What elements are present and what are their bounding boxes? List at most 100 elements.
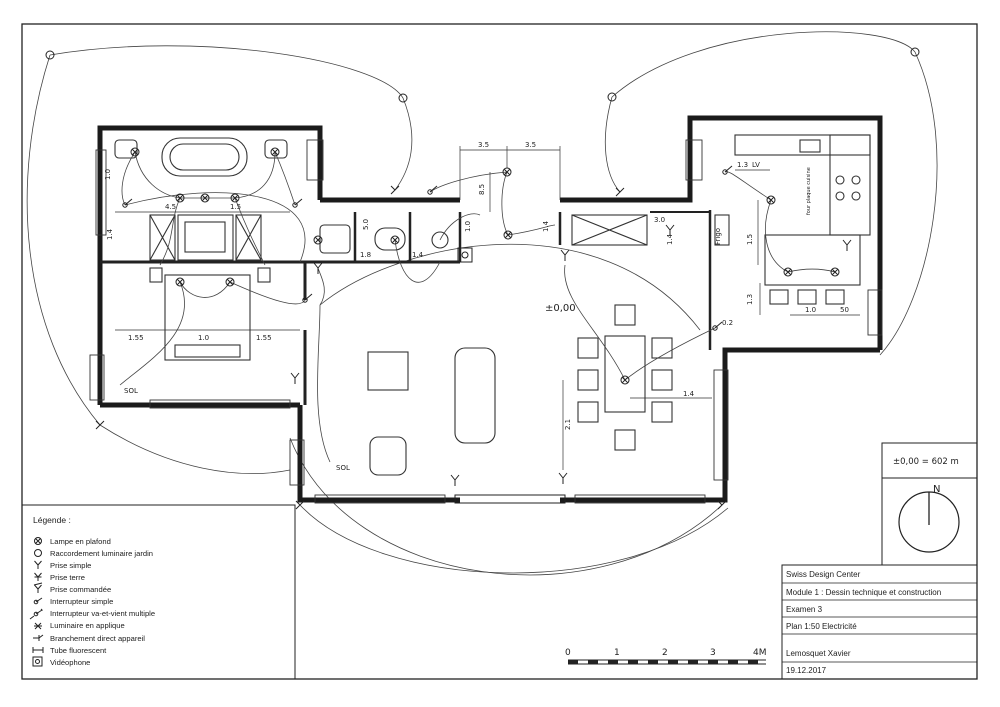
- dim-label: 1.55: [128, 334, 144, 342]
- garden-luminaire: [607, 92, 617, 102]
- dim-label: 3.0: [654, 216, 665, 224]
- scale-tick-label: 3: [710, 648, 716, 658]
- dim-label: 4.5: [165, 203, 176, 211]
- sol-label: SOL: [124, 387, 138, 395]
- sol-label: SOL: [336, 464, 350, 472]
- ceiling-lamp: [270, 147, 280, 157]
- legend-item-label: Vidéophone: [50, 658, 90, 667]
- ceiling-lamp: [503, 230, 513, 240]
- dim-label: 50: [840, 306, 849, 314]
- scale-tick-label: 0: [565, 648, 571, 658]
- ceiling-lamp: [175, 193, 185, 203]
- dim-label: 3.5: [478, 141, 489, 149]
- wall-lamps: [95, 185, 727, 510]
- dim-label: 1.0: [198, 334, 209, 342]
- sheet-border: [21, 23, 978, 680]
- ceiling-lamp: [130, 147, 140, 157]
- title-exam: Examen 3: [786, 605, 823, 614]
- ceiling-lamps: [130, 147, 840, 385]
- walls: [97, 115, 883, 504]
- north-box: N: [881, 477, 978, 566]
- switched-outlet-icon: [33, 582, 43, 593]
- scale-bar: 0 1 2 3 4M: [565, 648, 767, 665]
- legend-item-label: Interrupteur simple: [50, 597, 113, 606]
- ceiling-lamp-icon: [34, 537, 42, 545]
- altitude-label: ±0,00 = 602 m: [893, 457, 959, 467]
- legend-item-label: Prise commandée: [50, 585, 111, 594]
- title-author: Lemosquet Xavier: [786, 649, 851, 658]
- dim-label: 1.3: [746, 294, 754, 305]
- title-plan: Plan 1:50 Electricité: [786, 622, 857, 631]
- scale-tick-label: 1: [614, 648, 620, 658]
- ceiling-lamp: [230, 193, 240, 203]
- wall-lamp-icon: [34, 622, 42, 630]
- furniture: [114, 134, 871, 476]
- dim-label: 1.3: [737, 161, 748, 169]
- simple-outlet-icon: [34, 560, 42, 569]
- ceiling-lamp: [313, 235, 323, 245]
- garden-luminaire-icon: [34, 549, 42, 557]
- dim-label: 1.0: [805, 306, 816, 314]
- garden-luminaire: [910, 47, 920, 57]
- dim-label: 3.5: [525, 141, 536, 149]
- scale-tick-label: 2: [662, 648, 668, 658]
- legend-item-label: Tube fluorescent: [50, 646, 107, 655]
- ceiling-lamp: [766, 195, 776, 205]
- ceiling-lamp: [200, 193, 210, 203]
- legend-item-label: Branchement direct appareil: [50, 634, 145, 643]
- dim-label: 1.4: [106, 228, 114, 240]
- dim-label: 5.0: [362, 219, 370, 230]
- kitchen-note: four plaque cuisine: [806, 167, 812, 215]
- video-intercom-icon: [32, 656, 43, 667]
- ceiling-lamp: [175, 277, 185, 287]
- dim-label: 1.0: [464, 221, 472, 232]
- legend-item-label: Raccordement luminaire jardin: [50, 549, 153, 558]
- legend-icons: [29, 537, 44, 667]
- dim-label: 1.8: [360, 251, 371, 259]
- dim-label: 1.4: [683, 390, 695, 398]
- legend-item-label: Prise terre: [50, 573, 85, 582]
- altitude-box: ±0,00 = 602 m: [881, 442, 978, 479]
- garden-luminaire: [398, 93, 408, 103]
- title-module: Module 1 : Dessin technique et construct…: [786, 588, 941, 597]
- circuit-wires: [119, 151, 836, 463]
- level-mark: ±0,00: [545, 303, 576, 314]
- dim-label: 1.4: [666, 233, 674, 245]
- legend-item-label: Luminaire en applique: [50, 621, 125, 630]
- dimension-lines: [115, 146, 860, 470]
- dim-label: Frigo: [714, 228, 722, 245]
- dim-label: 1.5: [230, 203, 241, 211]
- ceiling-lamp: [620, 375, 630, 385]
- ceiling-lamp: [225, 277, 235, 287]
- title-school: Swiss Design Center: [786, 570, 861, 579]
- ceiling-lamp: [783, 267, 793, 277]
- two-way-switch-icon: [29, 608, 43, 620]
- dim-label: 0.2: [722, 319, 733, 327]
- windows: [89, 139, 883, 504]
- plan-annotations: 3.5 3.5 8.5 1.0 4.5 1.5 5.0 1.8 1.4 1.0 …: [104, 141, 849, 472]
- dim-label: 1.55: [256, 334, 272, 342]
- legend: Légende : Lampe en plafond Raccordement …: [22, 504, 296, 679]
- dim-label: 2.1: [564, 419, 572, 430]
- dim-label: 1.4: [412, 251, 424, 259]
- title-date: 19.12.2017: [786, 666, 827, 675]
- dim-label: 1.0: [104, 169, 112, 180]
- switches: [122, 165, 733, 331]
- dim-label: 1.4: [542, 220, 550, 232]
- garden-luminaire: [45, 50, 55, 60]
- earth-outlet-icon: [34, 572, 42, 581]
- ceiling-lamp: [830, 267, 840, 277]
- north-label: N: [933, 484, 940, 495]
- scale-tick-label: 4M: [753, 648, 767, 658]
- dim-label: LV: [752, 161, 760, 169]
- legend-title: Légende :: [33, 515, 71, 525]
- title-block: Swiss Design Center Module 1 : Dessin te…: [781, 564, 978, 680]
- dim-label: 1.5: [746, 234, 754, 245]
- fluorescent-tube-icon: [32, 647, 44, 653]
- video-intercom: [457, 247, 473, 263]
- legend-item-label: Interrupteur va-et-vient multiple: [50, 609, 155, 618]
- dim-label: 8.5: [478, 184, 486, 195]
- circuit-arcs: [26, 31, 938, 576]
- legend-item-label: Prise simple: [50, 561, 91, 570]
